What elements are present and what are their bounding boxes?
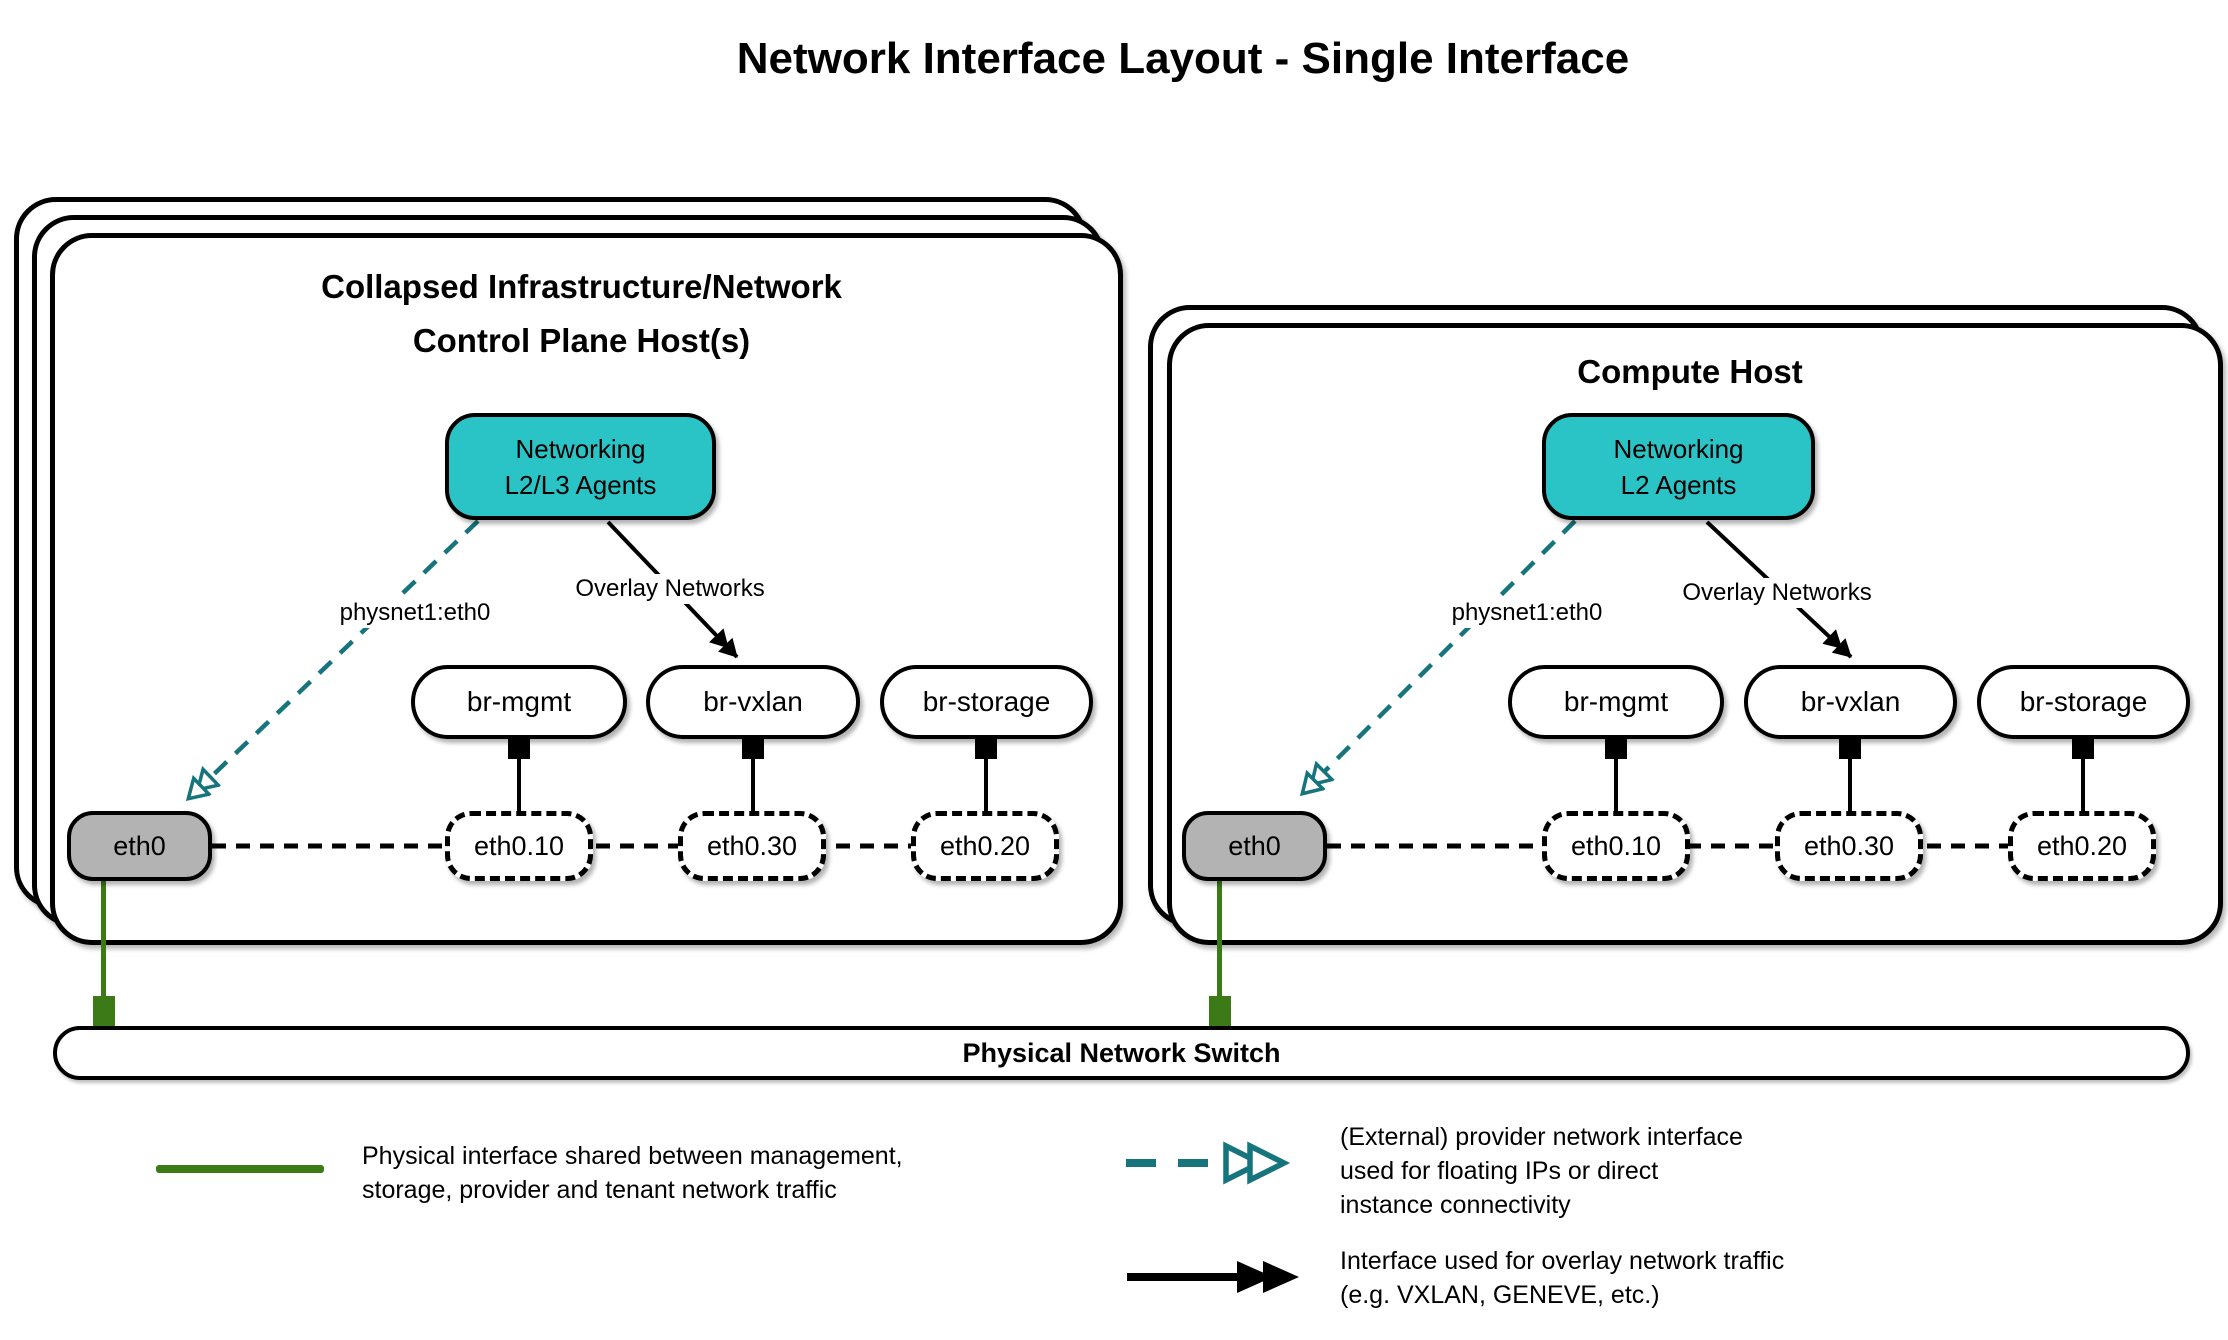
legend-line: used for floating IPs or direct <box>1340 1157 1659 1185</box>
overlay-link-label: Overlay Networks <box>1657 578 1897 608</box>
host-title: Compute Host <box>1167 345 2213 399</box>
agent-label-line1: Networking <box>1613 433 1744 464</box>
bridge-node: br-storage <box>880 665 1093 739</box>
bridge-node: br-storage <box>1977 665 2190 739</box>
bridge-port <box>2072 737 2094 759</box>
networking-agents-node: Networking L2 Agents <box>1542 413 1815 520</box>
bridge-node: br-mgmt <box>1508 665 1724 739</box>
agent-label-line1: Networking <box>515 433 646 464</box>
vlan-interface-node: eth0.10 <box>1542 811 1690 881</box>
provider-link-label: physnet1:eth0 <box>1407 598 1647 628</box>
physical-uplink-line <box>101 878 106 998</box>
legend-line: Interface used for overlay network traff… <box>1340 1247 1785 1275</box>
legend-line: Physical interface shared between manage… <box>362 1142 903 1170</box>
switch-label: Physical Network Switch <box>962 1037 1281 1068</box>
physical-switch-bar: Physical Network Switch <box>53 1026 2190 1080</box>
vlan-interface-node: eth0.30 <box>678 811 826 881</box>
host-title: Collapsed Infrastructure/Network Control… <box>50 260 1113 368</box>
vlan-interface-node: eth0.10 <box>445 811 593 881</box>
vlan-interface-node: eth0.20 <box>911 811 1059 881</box>
physical-interface-node: eth0 <box>1182 811 1327 881</box>
overlay-link-label: Overlay Networks <box>550 574 790 604</box>
provider-network-arrow <box>1303 519 1577 793</box>
legend-overlay-text: Interface used for overlay network traff… <box>1340 1244 1784 1312</box>
provider-network-arrow <box>189 519 480 798</box>
bridge-port <box>1839 737 1861 759</box>
overlay-arrow-swatch <box>1127 1261 1299 1293</box>
host-title-line1: Collapsed Infrastructure/Network <box>321 268 842 305</box>
legend-line: (e.g. VXLAN, GENEVE, etc.) <box>1340 1281 1660 1309</box>
bridge-node: br-mgmt <box>411 665 627 739</box>
switch-port <box>93 996 115 1026</box>
bridge-node: br-vxlan <box>1744 665 1957 739</box>
provider-link-label: physnet1:eth0 <box>295 598 535 628</box>
bridge-node: br-vxlan <box>646 665 860 739</box>
physical-uplink-line <box>1217 878 1222 998</box>
host-title-line1: Compute Host <box>1577 353 1803 390</box>
page-title: Network Interface Layout - Single Interf… <box>736 34 1630 83</box>
legend-line: (External) provider network interface <box>1340 1123 1743 1151</box>
agent-label-line2: L2 Agents <box>1620 469 1737 500</box>
physical-link-swatch <box>156 1165 324 1173</box>
vlan-interface-node: eth0.20 <box>2008 811 2156 881</box>
vlan-interface-node: eth0.30 <box>1775 811 1923 881</box>
networking-agents-node: Networking L2/L3 Agents <box>445 413 716 520</box>
legend-provider-text: (External) provider network interface us… <box>1340 1120 1743 1222</box>
physical-interface-node: eth0 <box>67 811 212 881</box>
switch-port <box>1209 996 1231 1026</box>
bridge-port <box>742 737 764 759</box>
bridge-port <box>975 737 997 759</box>
legend-line: storage, provider and tenant network tra… <box>362 1176 837 1204</box>
agent-label-line2: L2/L3 Agents <box>504 469 657 500</box>
bridge-port <box>1605 737 1627 759</box>
bridge-port <box>508 737 530 759</box>
provider-arrow-swatch <box>1126 1141 1291 1185</box>
legend-line: instance connectivity <box>1340 1191 1571 1219</box>
legend-physical-text: Physical interface shared between manage… <box>362 1139 903 1207</box>
host-title-line2: Control Plane Host(s) <box>412 322 751 359</box>
